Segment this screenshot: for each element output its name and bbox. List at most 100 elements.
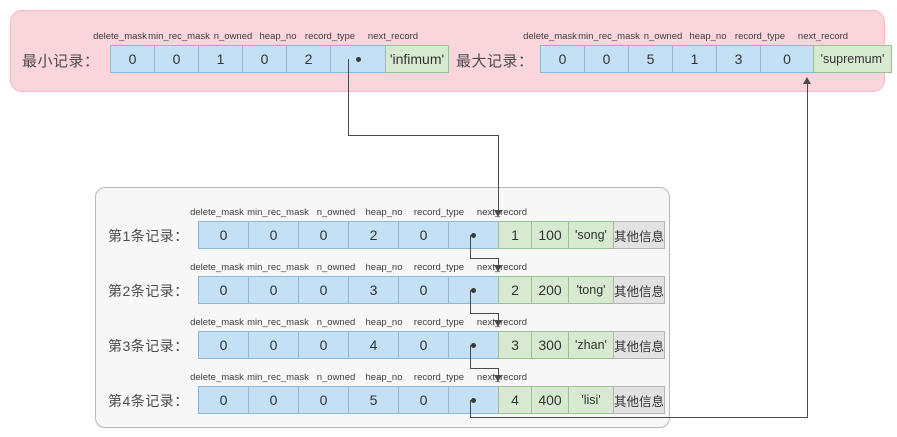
connector-record2-to-record3-segment-h [470,313,498,314]
record-4-other-info: 其他信息 [613,386,665,414]
max-record-label: 最大记录： [456,53,534,70]
record-4-column-c2: 400 [531,386,568,414]
min-record-label: 最小记录： [22,53,100,70]
header-min-rec-mask: min_rec_mask [247,372,309,383]
header-n-owned: n_owned [213,31,253,42]
min-record-cell-n-owned: 1 [198,45,242,73]
header-min-rec-mask: min_rec_mask [578,31,640,42]
header-record-type: record_type [413,317,465,328]
connector-infimum-to-record1-arrowhead [494,210,502,217]
header-delete-mask: delete_mask [190,207,244,218]
header-record-type: record_type [413,207,465,218]
header-min-rec-mask: min_rec_mask [247,317,309,328]
header-n-owned: n_owned [643,31,683,42]
connector-record2-to-record3-segment-v1 [470,290,471,313]
record-2-cell-n-owned: 0 [298,276,348,304]
record-4-field-headers: delete_mask min_rec_mask n_owned heap_no… [189,372,527,385]
header-next-record: next_record [476,317,528,328]
header-delete-mask: delete_mask [190,372,244,383]
connector-record1-to-record2-segment-v1 [470,235,471,258]
min-record-cell-delete-mask: 0 [110,45,154,73]
header-delete-mask: delete_mask [190,262,244,273]
header-next-record: next_record [476,262,528,273]
connector-record1-to-record2-arrowhead [494,265,502,272]
header-n-owned: n_owned [316,372,356,383]
record-3-other-info: 其他信息 [613,331,665,359]
header-delete-mask: delete_mask [93,31,147,42]
record-2-cell-record-type: 0 [398,276,448,304]
record-2-other-info: 其他信息 [613,276,665,304]
connector-record3-to-record4-segment-v1 [470,345,471,368]
header-min-rec-mask: min_rec_mask [247,262,309,273]
record-3-column-c3: 'zhan' [568,331,613,359]
header-n-owned: n_owned [316,262,356,273]
header-record-type: record_type [413,262,465,273]
record-4-cells: 0 0 0 5 0 4 400 'lisi' 其他信息 [198,386,665,414]
max-record-cells: 0 0 5 1 3 0 'supremum' [540,45,892,73]
record-2-column-c1: 2 [498,276,531,304]
min-record-field-headers: delete_mask min_rec_mask n_owned heap_no… [92,31,418,44]
header-heap-no: heap_no [689,31,727,42]
record-3-cell-heap-no: 4 [348,331,398,359]
connector-record1-to-record2-segment-h [470,258,498,259]
header-record-type: record_type [304,31,356,42]
record-1-cell-n-owned: 0 [298,221,348,249]
record-4-cell-n-owned: 0 [298,386,348,414]
record-2-label: 第2条记录： [108,283,189,299]
record-4-cell-next-record-pointer [448,386,498,414]
min-record-cells: 0 0 1 0 2 'infimum' [110,45,449,73]
min-record-payload-infimum: 'infimum' [385,45,449,73]
header-n-owned: n_owned [316,207,356,218]
header-next-record: next_record [476,372,528,383]
record-3-cells: 0 0 0 4 0 3 300 'zhan' 其他信息 [198,331,665,359]
record-2-cell-heap-no: 3 [348,276,398,304]
connector-infimum-to-record1-segment-h [348,135,498,136]
header-heap-no: heap_no [365,262,403,273]
record-1-field-headers: delete_mask min_rec_mask n_owned heap_no… [189,207,527,220]
connector-infimum-to-record1-segment-v1 [348,59,349,135]
connector-record1-to-record2-segment-v2 [498,258,499,267]
record-2-cell-next-record-pointer [448,276,498,304]
record-1-cell-heap-no: 2 [348,221,398,249]
header-heap-no: heap_no [365,372,403,383]
record-4-cell-heap-no: 5 [348,386,398,414]
record-2-cell-delete-mask: 0 [198,276,248,304]
record-1-column-c1: 1 [498,221,531,249]
record-1-column-c2: 100 [531,221,568,249]
min-record-cell-next-record-pointer [330,45,385,73]
record-1-other-info: 其他信息 [613,221,665,249]
max-record-cell-min-rec-mask: 0 [584,45,628,73]
min-record-cell-min-rec-mask: 0 [154,45,198,73]
connector-record4-to-supremum-segment-h [470,417,808,418]
max-record-cell-record-type: 3 [716,45,760,73]
record-1-cell-min-rec-mask: 0 [248,221,298,249]
header-record-type: record_type [413,372,465,383]
header-min-rec-mask: min_rec_mask [247,207,309,218]
header-delete-mask: delete_mask [523,31,577,42]
header-delete-mask: delete_mask [190,317,244,328]
record-4-label: 第4条记录： [108,393,189,409]
record-4-cell-record-type: 0 [398,386,448,414]
header-next-record: next_record [367,31,419,42]
record-4-cell-min-rec-mask: 0 [248,386,298,414]
header-heap-no: heap_no [365,317,403,328]
max-record-cell-delete-mask: 0 [540,45,584,73]
record-3-cell-min-rec-mask: 0 [248,331,298,359]
min-record-cell-heap-no: 0 [242,45,286,73]
connector-record4-to-supremum-segment-v2 [807,84,808,417]
connector-record4-to-supremum-arrowhead [803,77,811,84]
record-2-column-c2: 200 [531,276,568,304]
max-record-cell-heap-no: 1 [672,45,716,73]
header-next-record: next_record [476,207,528,218]
connector-record2-to-record3-arrowhead [494,320,502,327]
record-3-field-headers: delete_mask min_rec_mask n_owned heap_no… [189,317,527,330]
record-3-label: 第3条记录： [108,338,189,354]
record-3-cell-next-record-pointer [448,331,498,359]
connector-record3-to-record4-arrowhead [494,375,502,382]
record-3-column-c1: 3 [498,331,531,359]
header-next-record: next_record [797,31,849,42]
record-3-cell-n-owned: 0 [298,331,348,359]
record-3-cell-record-type: 0 [398,331,448,359]
record-1-cells: 0 0 0 2 0 1 100 'song' 其他信息 [198,221,665,249]
